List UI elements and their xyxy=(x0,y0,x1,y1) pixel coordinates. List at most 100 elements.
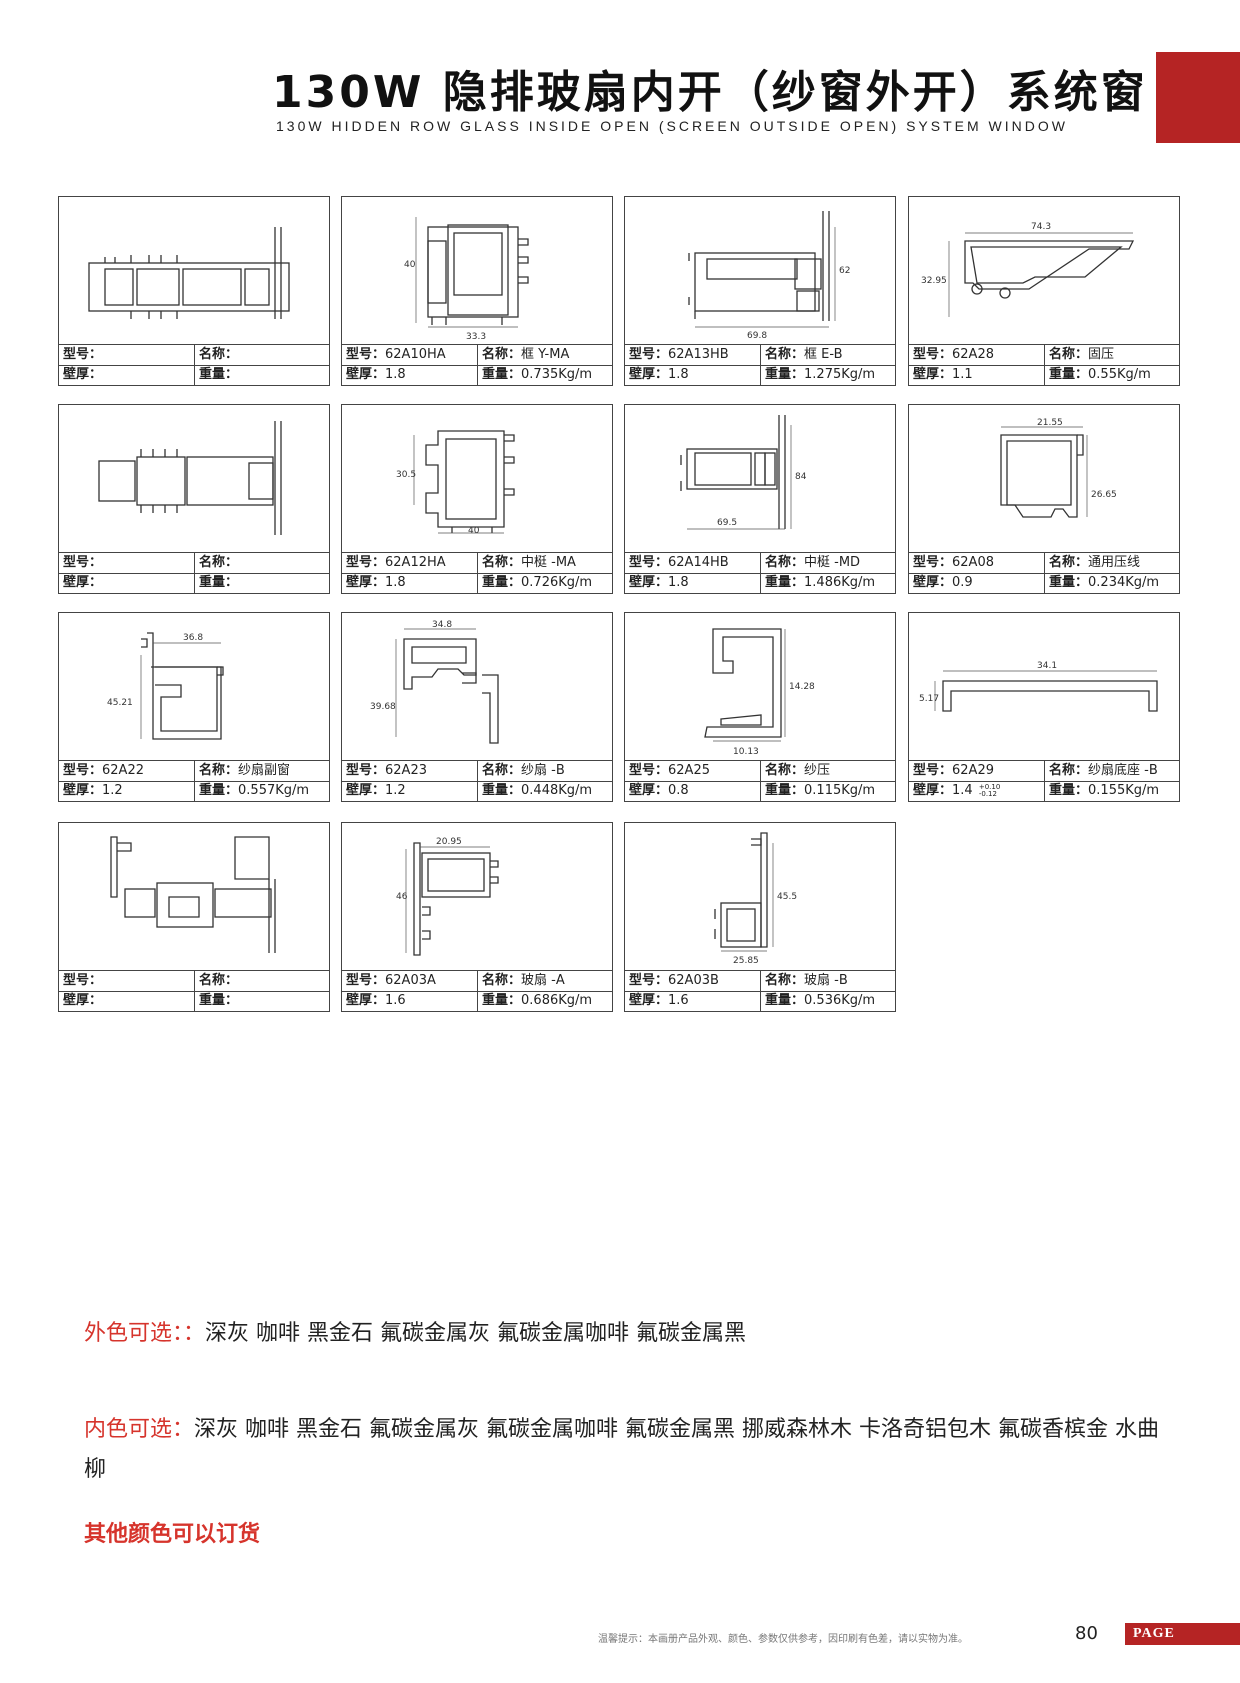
page-label: PAGE xyxy=(1125,1623,1240,1645)
page-title-en: 130W HIDDEN ROW GLASS INSIDE OPEN (SCREE… xyxy=(276,118,1068,134)
dimension-label: 26.65 xyxy=(1091,490,1117,500)
name-label: 名称： xyxy=(1049,555,1089,570)
name-value: 玻扇 -A xyxy=(521,973,565,988)
name-label: 名称： xyxy=(482,973,522,988)
weight-label: 重量： xyxy=(199,367,239,382)
profile-info-table: 型号：62A03A 名称：玻扇 -A 壁厚：1.6 重量：0.686Kg/m xyxy=(341,970,613,1012)
thickness-value: 1.8 xyxy=(385,575,406,590)
model-value: 62A23 xyxy=(385,763,427,778)
outer-color-values: 深灰 咖啡 黑金石 氟碳金属灰 氟碳金属咖啡 氟碳金属黑 xyxy=(205,1321,746,1346)
profile-section-svg xyxy=(98,421,282,535)
thickness-value: 1.6 xyxy=(668,993,689,1008)
profile-drawing: 34.8 39.68 xyxy=(341,612,613,761)
dimension-label: 62 xyxy=(839,266,850,276)
thickness-label: 壁厚： xyxy=(913,367,953,382)
thickness-label: 壁厚： xyxy=(913,783,953,798)
profile-drawing: 30.5 40 xyxy=(341,404,613,553)
thickness-label: 壁厚： xyxy=(629,575,669,590)
profile-drawing: 14.28 10.13 xyxy=(624,612,896,761)
thickness-label: 壁厚： xyxy=(63,993,103,1008)
outer-color-options: 外色可选：：深灰 咖啡 黑金石 氟碳金属灰 氟碳金属咖啡 氟碳金属黑 xyxy=(84,1314,1164,1354)
red-corner-block xyxy=(1156,52,1240,143)
name-value: 中梃 -MD xyxy=(804,555,861,570)
thickness-label: 壁厚： xyxy=(63,575,103,590)
profile-info-table: 型号：62A14HB 名称：中梃 -MD 壁厚：1.8 重量：1.486Kg/m xyxy=(624,552,896,594)
dimension-label: 34.1 xyxy=(1037,661,1057,671)
model-label: 型号： xyxy=(63,973,103,988)
profile-section-svg: 34.8 39.68 xyxy=(370,620,499,744)
thickness-value: 1.8 xyxy=(385,367,406,382)
profile-drawing xyxy=(58,196,330,345)
footer-tip: 温馨提示：本画册产品外观、颜色、参数仅供参考，因印刷有色差，请以实物为准。 xyxy=(598,1634,968,1645)
model-value: 62A10HA xyxy=(385,347,446,362)
thickness-label: 壁厚： xyxy=(629,783,669,798)
profile-section-svg: 40 33.3 xyxy=(404,217,529,342)
weight-value: 1.275Kg/m xyxy=(804,367,876,382)
weight-label: 重量： xyxy=(1049,575,1089,590)
weight-label: 重量： xyxy=(765,367,805,382)
weight-label: 重量： xyxy=(482,783,522,798)
profile-drawing: 40 33.3 xyxy=(341,196,613,345)
model-value: 62A13HB xyxy=(668,347,729,362)
model-label: 型号： xyxy=(629,973,669,988)
dimension-label: 36.8 xyxy=(183,633,203,643)
tolerance-minus: -0.12 xyxy=(978,789,997,798)
dimension-label: 40 xyxy=(404,260,416,270)
thickness-value: 1.2 xyxy=(102,783,123,798)
profile-info-table: 型号：62A08 名称：通用压线 壁厚：0.9 重量：0.234Kg/m xyxy=(908,552,1180,594)
dimension-label: 84 xyxy=(795,472,807,482)
profile-info-table: 型号： 名称： 壁厚： 重量： xyxy=(58,552,330,594)
profile-section-svg: 84 69.5 xyxy=(680,415,807,530)
model-label: 型号： xyxy=(913,555,953,570)
name-label: 名称： xyxy=(765,973,805,988)
model-value: 62A03B xyxy=(668,973,719,988)
weight-label: 重量： xyxy=(199,783,239,798)
profile-section-svg: 30.5 40 xyxy=(396,430,515,536)
thickness-value: 0.8 xyxy=(668,783,689,798)
thickness-value: 1.8 xyxy=(668,575,689,590)
weight-value: 0.155Kg/m xyxy=(1088,783,1160,798)
profile-info-table: 型号： 名称： 壁厚： 重量： xyxy=(58,970,330,1012)
model-label: 型号： xyxy=(629,347,669,362)
name-label: 名称： xyxy=(765,763,805,778)
dimension-label: 5.17 xyxy=(919,694,939,704)
profile-drawing: 34.1 5.17 xyxy=(908,612,1180,761)
name-value: 通用压线 xyxy=(1088,555,1141,570)
profile-section-svg: 34.1 5.17 xyxy=(919,661,1158,712)
model-value: 62A29 xyxy=(952,763,994,778)
profile-drawing: 74.3 32.95 xyxy=(908,196,1180,345)
name-value: 纱扇副窗 xyxy=(238,763,291,778)
name-value: 框 E-B xyxy=(804,347,843,362)
model-label: 型号： xyxy=(63,763,103,778)
weight-value: 0.726Kg/m xyxy=(521,575,593,590)
name-label: 名称： xyxy=(1049,347,1089,362)
profile-info-table: 型号：62A10HA 名称：框 Y-MA 壁厚：1.8 重量：0.735Kg/m xyxy=(341,344,613,386)
profile-info-table: 型号：62A25 名称：纱压 壁厚：0.8 重量：0.115Kg/m xyxy=(624,760,896,802)
profile-info-table: 型号：62A23 名称：纱扇 -B 壁厚：1.2 重量：0.448Kg/m xyxy=(341,760,613,802)
name-label: 名称： xyxy=(482,555,522,570)
weight-label: 重量： xyxy=(765,575,805,590)
model-label: 型号： xyxy=(346,973,386,988)
dimension-label: 69.8 xyxy=(747,331,767,341)
name-label: 名称： xyxy=(482,347,522,362)
weight-value: 1.486Kg/m xyxy=(804,575,876,590)
profile-section-svg: 14.28 10.13 xyxy=(704,628,815,757)
dimension-label: 74.3 xyxy=(1031,222,1051,232)
profile-grid: 型号： 名称： 壁厚： 重量： xyxy=(58,196,1180,1016)
thickness-label: 壁厚： xyxy=(913,575,953,590)
dimension-label: 21.55 xyxy=(1037,418,1063,428)
profile-drawing: 36.8 45.21 xyxy=(58,612,330,761)
page-number: 80 xyxy=(1075,1623,1098,1644)
profile-info-table: 型号：62A29 名称：纱扇底座 -B 壁厚：1.4 +0.10-0.12 重量… xyxy=(908,760,1180,802)
dimension-label: 14.28 xyxy=(789,682,815,692)
inner-color-options: 内色可选：深灰 咖啡 黑金石 氟碳金属灰 氟碳金属咖啡 氟碳金属黑 挪威森林木 … xyxy=(84,1410,1164,1490)
model-label: 型号： xyxy=(629,555,669,570)
thickness-label: 壁厚： xyxy=(346,367,386,382)
dimension-label: 34.8 xyxy=(432,620,452,630)
dimension-label: 20.95 xyxy=(436,837,462,847)
weight-value: 0.448Kg/m xyxy=(521,783,593,798)
thickness-label: 壁厚： xyxy=(63,367,103,382)
model-label: 型号： xyxy=(346,347,386,362)
profile-section-svg: 21.55 26.65 xyxy=(1000,418,1117,518)
profile-section-svg: 45.5 25.85 xyxy=(714,832,797,966)
